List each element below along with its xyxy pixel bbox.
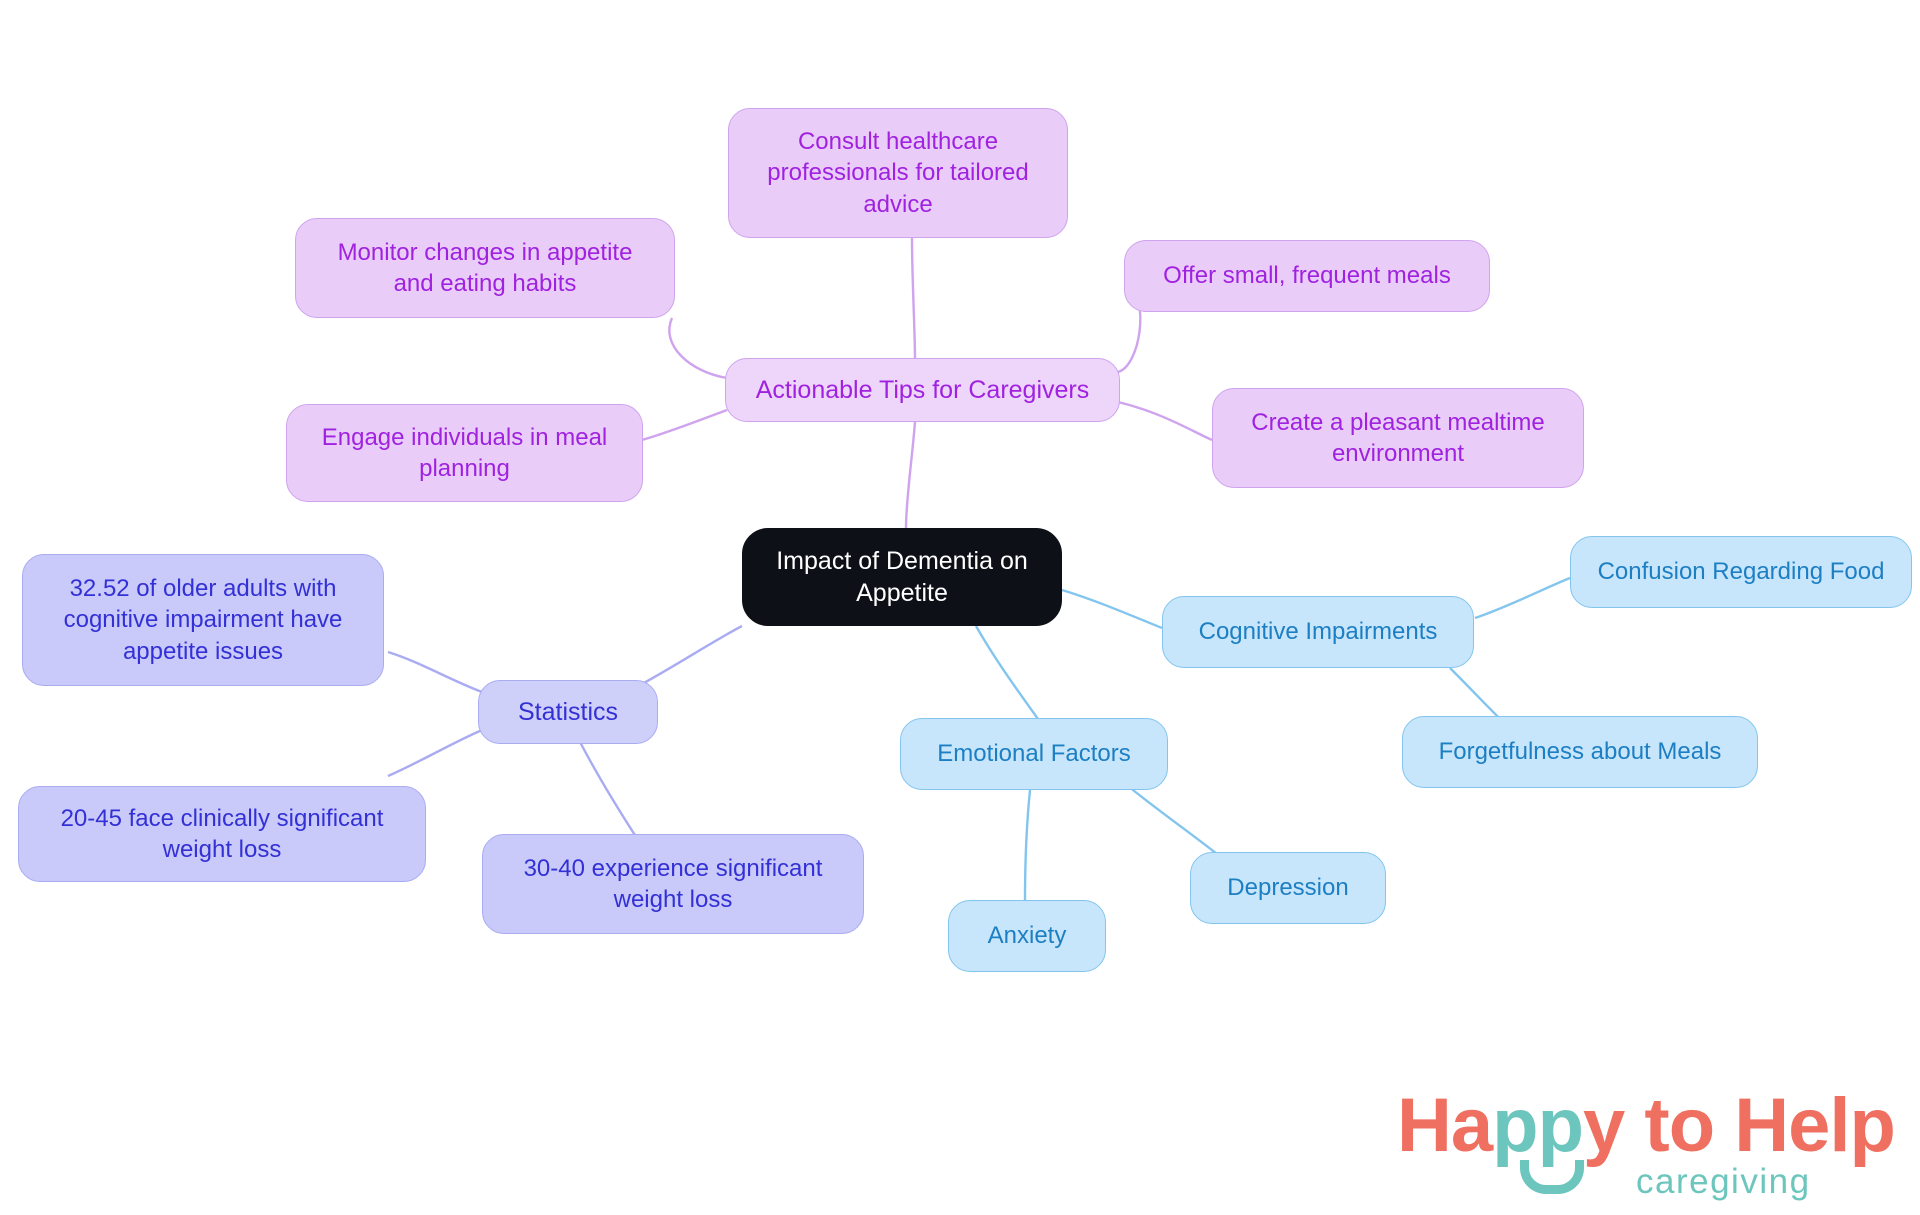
node-actionable-tips-for-caregivers[interactable]: Actionable Tips for Caregivers (725, 358, 1120, 422)
node-engage-individuals-meal-planning[interactable]: Engage individuals in meal planning (286, 404, 643, 502)
node-anxiety[interactable]: Anxiety (948, 900, 1106, 972)
logo-word-pp: pp (1492, 1083, 1584, 1168)
node-stat-3040-weight-loss[interactable]: 30-40 experience significant weight loss (482, 834, 864, 934)
node-cognitive-impairments[interactable]: Cognitive Impairments (1162, 596, 1474, 668)
logo-smile-icon (1520, 1160, 1584, 1194)
node-stat-3252-appetite-issues[interactable]: 32.52 of older adults with cognitive imp… (22, 554, 384, 686)
edge-tips-to-consult (910, 237, 917, 361)
logo-word-y: y (1583, 1083, 1625, 1168)
edge-emotional-to-anxiety (1023, 789, 1032, 901)
edge-root-to-emotional (974, 625, 1041, 723)
node-stat-2045-weight-loss[interactable]: 20-45 face clinically significant weight… (18, 786, 426, 882)
node-root-impact-of-dementia-on-appetite[interactable]: Impact of Dementia on Appetite (742, 528, 1062, 626)
edge-statistics-to-3040 (578, 741, 644, 847)
node-monitor-changes-appetite[interactable]: Monitor changes in appetite and eating h… (295, 218, 675, 318)
logo-word-to-help: to Help (1624, 1083, 1896, 1168)
logo-wordmark: Happy to Help (1397, 1088, 1896, 1164)
edge-root-to-cognitive (1061, 588, 1163, 630)
happy-to-help-logo: Happy to Help caregiving (1397, 1088, 1897, 1206)
logo-word-ha: Ha (1397, 1083, 1493, 1168)
edge-tips-to-monitor (668, 317, 728, 380)
logo-tagline: caregiving (1636, 1162, 1811, 1201)
edge-root-to-tips (904, 421, 917, 529)
node-statistics[interactable]: Statistics (478, 680, 658, 744)
node-create-pleasant-mealtime-environment[interactable]: Create a pleasant mealtime environment (1212, 388, 1584, 488)
node-depression[interactable]: Depression (1190, 852, 1386, 924)
edge-emotional-to-depression (1127, 785, 1223, 859)
edge-statistics-to-2045 (387, 728, 483, 778)
node-forgetfulness-about-meals[interactable]: Forgetfulness about Meals (1402, 716, 1758, 788)
edge-tips-to-engage (641, 408, 728, 442)
edge-tips-to-environment (1117, 400, 1213, 442)
node-offer-small-frequent-meals[interactable]: Offer small, frequent meals (1124, 240, 1490, 312)
edge-cognitive-to-confusion (1474, 576, 1571, 620)
node-emotional-factors[interactable]: Emotional Factors (900, 718, 1168, 790)
node-consult-healthcare-professionals[interactable]: Consult healthcare professionals for tai… (728, 108, 1068, 238)
node-confusion-regarding-food[interactable]: Confusion Regarding Food (1570, 536, 1912, 608)
edge-statistics-to-3252 (387, 650, 483, 694)
